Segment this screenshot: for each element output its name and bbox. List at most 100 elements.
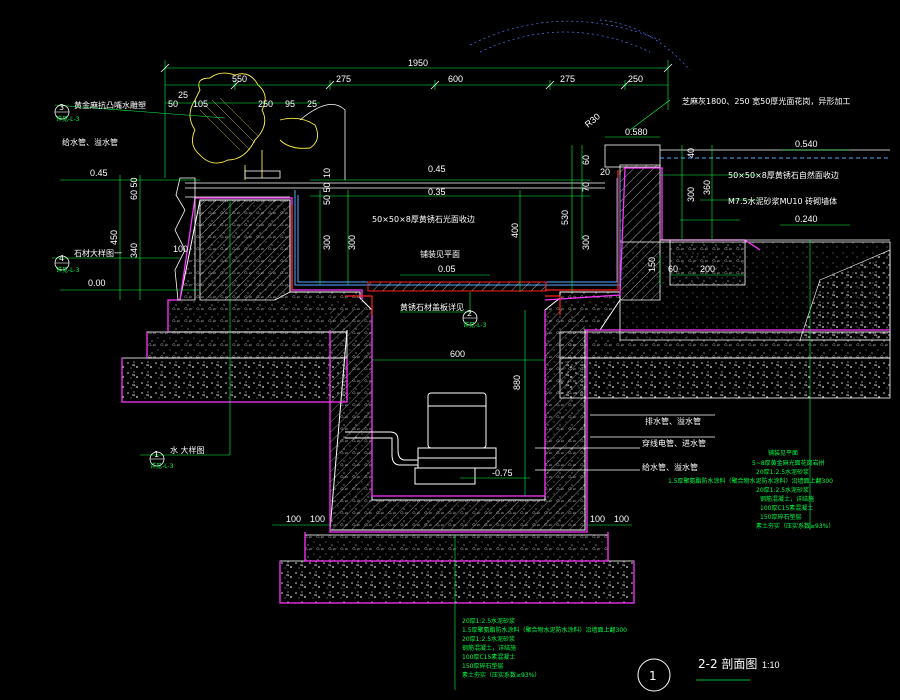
dim-r30: R30 — [583, 111, 602, 129]
supply-pipe-note: 给水管、溢水管 — [642, 462, 698, 472]
dim-20: 20 — [600, 167, 610, 177]
dim-450: 450 — [109, 230, 119, 245]
elev-minus-075: -0.75 — [492, 468, 513, 478]
dim-50-50: 50 50 — [322, 182, 332, 205]
svg-text:2: 2 — [467, 309, 472, 318]
callout-3-text: 黄金麻抗凸嘴水雕塑 — [74, 100, 146, 110]
dim-bot-100a: 100 — [286, 514, 301, 524]
supply-pipe-left: 给水管、溢水管 — [62, 137, 118, 147]
fountain-sculpture — [189, 72, 319, 180]
dim-100: 100 — [173, 244, 188, 254]
dim-300a: 300 — [322, 235, 332, 250]
svg-text:4: 4 — [59, 254, 64, 263]
svg-text:详见-L-3: 详见-L-3 — [56, 266, 80, 274]
elev-540: 0.540 — [795, 139, 818, 149]
svg-text:1: 1 — [154, 450, 159, 459]
callout-4-text: 石材大样图一 — [74, 248, 122, 258]
elev-240: 0.240 — [795, 214, 818, 224]
callout-2: 2 详见-L-3 — [462, 309, 487, 329]
dim-340: 340 — [129, 243, 139, 258]
legend-right-3: 1.5厚聚氨酯防水涂料（聚合物水泥防水涂料）沿墙面上翻300 — [668, 477, 833, 485]
dim-300d: 300 — [686, 187, 696, 202]
dim-25b: 25 — [307, 99, 317, 109]
elev-000-left: 0.00 — [88, 278, 106, 288]
legend-bottom-4: 100厚C15素混凝土 — [462, 653, 515, 661]
dim-50: 50 — [168, 99, 178, 109]
dim-95: 95 — [285, 99, 295, 109]
legend-bottom-6: 素土夯实（压实系数≥93%） — [462, 671, 540, 679]
coping-note: 芝麻灰1800、250 宽50厚光面花岗，异形加工 — [682, 96, 850, 106]
dim-530: 530 — [560, 210, 570, 225]
dim-bot-100d: 100 — [614, 514, 629, 524]
title-text: 2-2 剖面图 — [698, 657, 757, 671]
legend-right-1: 5~8厚黄金麻光面花岗岩拼 — [752, 459, 825, 467]
dim-150: 150 — [647, 257, 657, 272]
pool-floor-note: 铺装见平面 — [420, 249, 460, 259]
waterproof-membrane — [121, 167, 890, 604]
left-stone-block — [174, 177, 196, 301]
legend-right-5: 钢筋混凝土，详结施 — [760, 495, 814, 503]
dim-200h: 200 — [700, 264, 715, 274]
svg-text:详见-L-3: 详见-L-3 — [150, 462, 174, 470]
pit-floor-hatch — [330, 500, 585, 530]
dim-10: 10 — [322, 168, 332, 178]
legend-bottom-5: 150厚碎石垫层 — [462, 662, 503, 670]
legend-right-4: 20厚1:2.5水泥砂浆 — [756, 486, 809, 494]
dim-25: 25 — [178, 90, 188, 100]
water-spray-arcs — [469, 19, 691, 71]
dim-300c: 300 — [581, 235, 591, 250]
ticks — [160, 63, 673, 90]
legend-right-2: 20厚1:2.5水泥砂浆 — [756, 468, 809, 476]
callout-4: 4 详见-L-3 石材大样图一 — [54, 248, 122, 274]
pool-red-lines — [291, 170, 619, 315]
title-scale: 1:10 — [762, 660, 780, 670]
pool-coping — [185, 144, 890, 241]
legend-right: 铺装见平面 5~8厚黄金麻光面花岗岩拼 20厚1:2.5水泥砂浆 1.5厚聚氨酯… — [668, 449, 834, 530]
left-wall-hatch — [199, 199, 291, 301]
sculpture-base — [244, 170, 281, 179]
dimension-lines — [52, 60, 850, 690]
mortar-note: M7.5水泥砂浆MU10 砖砌墙体 — [728, 196, 837, 206]
dim-250-left: 250 — [258, 99, 273, 109]
dim-360: 360 — [702, 180, 712, 195]
legend-bottom-0: 20厚1:2.5水泥砂浆 — [462, 617, 515, 625]
grate-cover — [367, 281, 547, 292]
dim-pit-880: 880 — [512, 375, 522, 390]
dim-60: 60 — [581, 155, 591, 165]
sculpture-hatch — [199, 97, 259, 151]
pump — [345, 392, 497, 485]
elev-005: 0.05 — [438, 264, 456, 274]
drain-pipe-note: 排水管、溢水管 — [645, 416, 701, 426]
dim-40: 40 — [686, 148, 696, 158]
legend-right-7: 150厚碎石垫层 — [760, 513, 801, 521]
dim-1950: 1950 — [408, 58, 428, 68]
power-pipe-note: 穿线电管、进水管 — [642, 438, 706, 448]
callout-1: 1 详见-L-3 水 大样图 — [149, 445, 205, 470]
spray-arc — [299, 103, 346, 180]
legend-bottom: 20厚1:2.5水泥砂浆 1.5厚聚氨酯防水涂料（聚合物水泥防水涂料）沿墙面上翻… — [462, 617, 627, 679]
elev-035-pool: 0.35 — [428, 187, 446, 197]
dim-300b: 300 — [347, 235, 357, 250]
pit-wall-hatch-left — [330, 310, 372, 500]
dim-bot-100b: 100 — [310, 514, 325, 524]
callout-3: 3 详见-L-3 黄金麻抗凸嘴水雕塑 — [54, 100, 146, 123]
gravel-base — [121, 331, 891, 604]
legend-bottom-1: 1.5厚聚氨酯防水涂料（聚合物水泥防水涂料）沿墙面上翻300 — [462, 626, 627, 634]
legend-right-6: 100厚C15素混凝土 — [760, 504, 813, 512]
stone-edge-right: 50×50×8厚黄锈石自然面收边 — [728, 170, 839, 180]
dim-275-right: 275 — [560, 74, 575, 84]
elev-045-pool: 0.45 — [428, 164, 446, 174]
dim-400: 400 — [510, 223, 520, 238]
legend-right-0: 铺装见平面 — [768, 449, 798, 457]
right-curb-hatch — [669, 239, 746, 286]
elev-045-left: 0.45 — [90, 168, 108, 178]
dim-105: 105 — [193, 99, 208, 109]
legend-right-8: 素土夯实（压实系数≥93%） — [756, 522, 834, 530]
dim-600: 600 — [448, 74, 463, 84]
title-number: 1 — [649, 669, 657, 683]
pipes-right — [535, 414, 715, 471]
right-soil-slope — [799, 249, 891, 341]
svg-text:详见-L-3: 详见-L-3 — [56, 115, 80, 123]
